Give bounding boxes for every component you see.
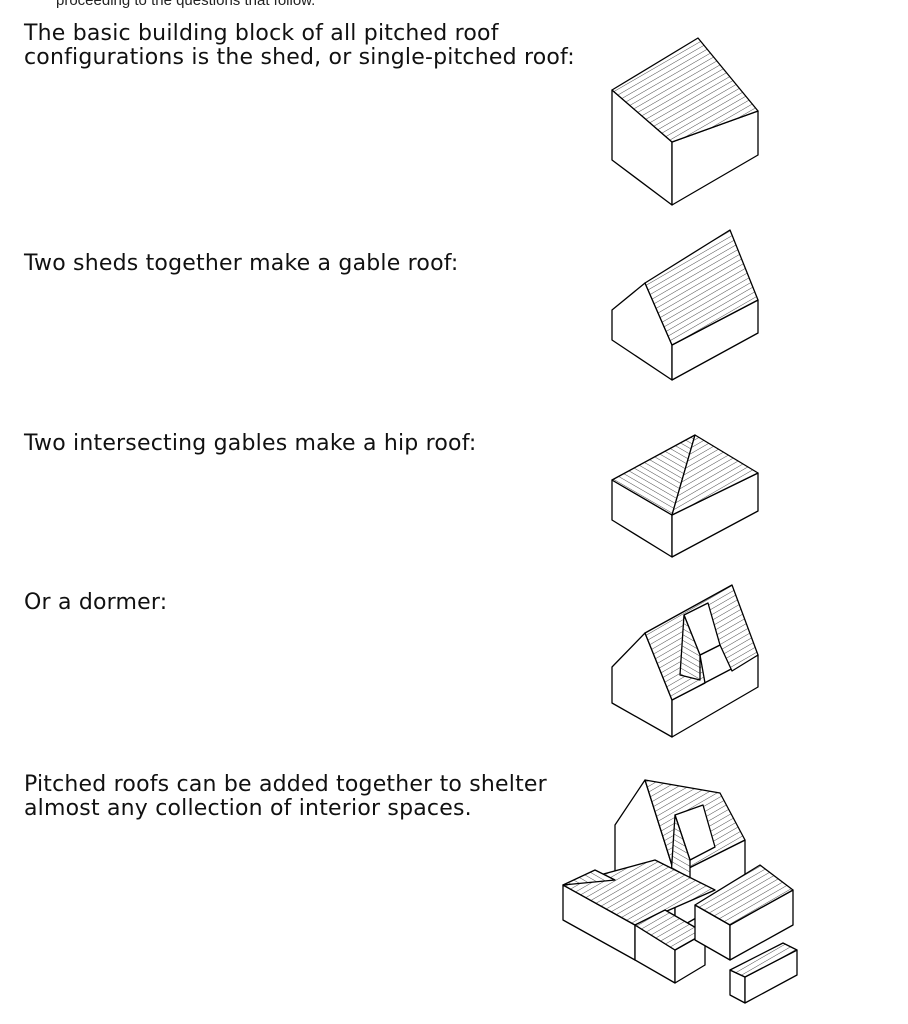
caption-combined-line-2: almost any collection of interior spaces… [24, 796, 472, 821]
caption-shed-line-1: The basic building block of all pitched … [24, 21, 499, 46]
caption-combined-line-1: Pitched roofs can be added together to s… [24, 772, 547, 797]
dormer-roof-icon [611, 584, 759, 738]
combined-roofs-icon [562, 779, 798, 1004]
caption-hip-roof: Two intersecting gables make a hip roof: [24, 432, 477, 456]
caption-gable-roof: Two sheds together make a gable roof: [24, 252, 459, 276]
caption-hip-line-1: Two intersecting gables make a hip roof: [24, 431, 477, 456]
caption-dormer-line-1: Or a dormer: [24, 590, 168, 615]
hip-roof-icon [611, 434, 759, 558]
caption-shed-line-2: configurations is the shed, or single-pi… [24, 45, 575, 70]
gable-roof-icon [611, 229, 759, 381]
caption-shed-roof: The basic building block of all pitched … [24, 22, 575, 70]
shed-roof-icon [611, 37, 759, 206]
caption-combined-roofs: Pitched roofs can be added together to s… [24, 773, 547, 821]
cut-off-header-text: proceeding to the questions that follow. [56, 0, 316, 9]
caption-dormer: Or a dormer: [24, 591, 167, 615]
caption-gable-line-1: Two sheds together make a gable roof: [24, 251, 459, 276]
